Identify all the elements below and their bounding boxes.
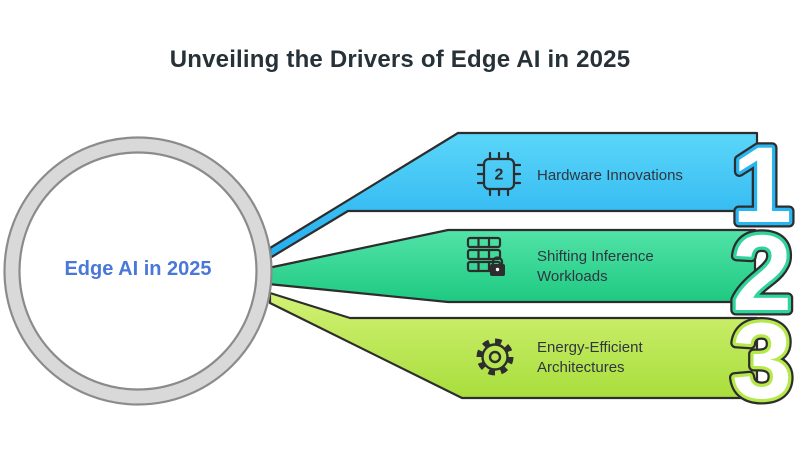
svg-text:3: 3 bbox=[732, 300, 792, 421]
big-number-3: 3 3 3 bbox=[726, 295, 797, 427]
chip-icon: 2 bbox=[476, 151, 522, 197]
big-number-2: 2 2 2 bbox=[726, 207, 797, 339]
item-label-hardware-innovations: Hardware Innovations bbox=[537, 167, 683, 184]
item-label-energy-efficient-architectures: Energy-Efficient Architectures bbox=[537, 339, 643, 376]
number-1-text: 1 bbox=[732, 124, 792, 245]
number-2-text: 2 bbox=[732, 212, 792, 333]
hub-ring bbox=[3, 136, 273, 406]
svg-text:2: 2 bbox=[732, 212, 792, 333]
hub-label: Edge AI in 2025 bbox=[64, 258, 212, 280]
database-lock-icon bbox=[466, 236, 505, 276]
page-title: Unveiling the Drivers of Edge AI in 2025 bbox=[169, 46, 631, 73]
chip-digit: 2 bbox=[495, 167, 504, 184]
big-number-1: 1 1 1 bbox=[726, 119, 797, 251]
svg-text:2: 2 bbox=[732, 212, 792, 333]
svg-text:1: 1 bbox=[732, 124, 792, 245]
number-3-text: 3 bbox=[732, 300, 792, 421]
svg-text:1: 1 bbox=[732, 124, 792, 245]
svg-text:3: 3 bbox=[732, 300, 792, 421]
gear-icon bbox=[476, 338, 514, 376]
item-label-shifting-inference-workloads: Shifting Inference Workloads bbox=[537, 248, 654, 285]
banner-energy-efficient bbox=[268, 291, 759, 400]
